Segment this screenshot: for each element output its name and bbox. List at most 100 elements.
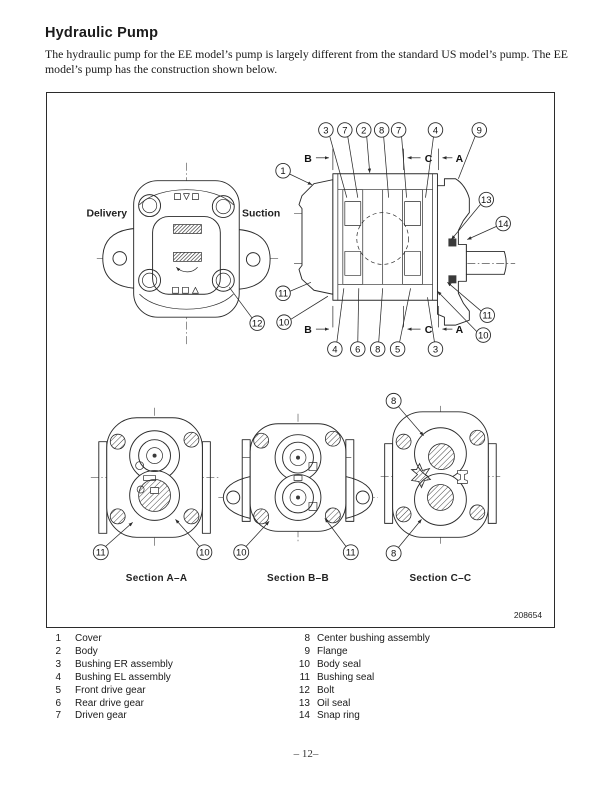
left-ear-hole <box>112 251 127 266</box>
part-number: 12 <box>298 684 310 696</box>
pump-face <box>133 180 240 318</box>
part-name: Flange <box>317 645 348 657</box>
bolt-hole <box>395 433 412 450</box>
callout-number: 14 <box>498 219 509 230</box>
front-drive-gear <box>282 481 314 514</box>
left-ear <box>102 228 136 289</box>
right-ear-hole <box>245 252 261 267</box>
bolt-hole <box>325 507 341 524</box>
mounting-bolts <box>138 194 235 292</box>
drive-shaft <box>465 244 507 282</box>
rotation-arrow <box>176 267 198 273</box>
part-name: Bushing ER assembly <box>75 658 173 670</box>
part-row: 14 Snap ring <box>290 710 430 723</box>
marker-a-top: A <box>456 154 464 165</box>
bolt-hole <box>253 432 270 449</box>
bolt-hole <box>469 429 486 446</box>
marker-b-top: B <box>304 154 312 165</box>
section-markers: B C A B C A <box>304 154 463 336</box>
bolt-hole <box>183 508 200 525</box>
flange-part <box>436 178 470 326</box>
side-callouts: 1 11 10 13 14 11 10 <box>275 163 511 343</box>
callout-number: 8 <box>391 396 396 407</box>
top-callouts: 3 7 2 8 7 4 9 <box>318 122 488 198</box>
cover-part <box>298 179 334 295</box>
callout-number: 4 <box>433 125 438 136</box>
callout-number: 9 <box>477 125 482 136</box>
part-row: 3 Bushing ER assembly <box>47 658 173 672</box>
callout-number: 4 <box>332 344 337 355</box>
gear-tip-circle <box>356 212 409 265</box>
callout-number: 11 <box>346 548 356 559</box>
part-row: 4 Bushing EL assembly <box>47 672 173 685</box>
part-name: Bushing EL assembly <box>75 671 171 683</box>
part-number: 6 <box>55 697 61 709</box>
nameplate-upper <box>173 224 202 234</box>
marker-c-bottom: C <box>425 325 433 336</box>
part-number: 10 <box>298 658 310 670</box>
logo-mark-top <box>174 193 199 200</box>
part-number: 3 <box>55 658 61 670</box>
bolt-hole <box>395 506 412 523</box>
callout-number: 3 <box>323 125 328 136</box>
callout-number: 1 <box>280 166 285 177</box>
marker-a-bottom: A <box>456 325 464 336</box>
bushing-left <box>342 189 364 285</box>
callout-number: 13 <box>481 195 492 206</box>
part-number: 14 <box>298 710 310 722</box>
logo-mark-bottom <box>172 286 199 294</box>
part-number: 2 <box>55 645 61 657</box>
right-ear <box>237 229 271 290</box>
callout-number: 11 <box>482 311 492 322</box>
part-row: 9 Flange <box>290 646 430 659</box>
page-title: Hydraulic Pump <box>45 25 159 41</box>
spline-star <box>410 462 432 489</box>
callout-number: 2 <box>361 125 366 136</box>
section-a-label: Section A–A <box>126 573 188 584</box>
cross-section-view: B C A B C A <box>275 122 516 357</box>
callout-number: 3 <box>433 344 438 355</box>
bolt-hole <box>253 508 270 525</box>
marker-b-bottom: B <box>304 325 312 336</box>
page-number: – 12– <box>293 748 319 760</box>
callout-number: 10 <box>236 548 247 559</box>
gear-shaft-lower <box>427 484 454 511</box>
section-a-view: 11 10 Section A–A <box>90 407 219 584</box>
section-c-view: 8 8 Section C–C <box>380 392 501 584</box>
part-number: 5 <box>55 684 61 696</box>
part-name: Body <box>75 645 98 657</box>
spline-block <box>457 470 468 484</box>
figure-code: 208654 <box>514 610 543 620</box>
bolt-hole <box>109 433 126 450</box>
callout-number: 8 <box>379 125 384 136</box>
part-name: Body seal <box>317 658 361 670</box>
bottom-callouts: 4 6 8 5 3 <box>327 288 444 357</box>
callout-number: 7 <box>342 125 347 136</box>
nameplate-lower <box>173 252 202 262</box>
part-number: 4 <box>55 671 61 683</box>
part-name: Bushing seal <box>317 671 375 683</box>
bolt-hole <box>183 431 200 448</box>
part-name: Snap ring <box>317 710 360 722</box>
bolt-hole <box>109 508 126 525</box>
part-name: Oil seal <box>317 697 351 709</box>
callout-number: 8 <box>391 549 396 560</box>
delivery-label: Delivery <box>86 209 127 220</box>
rear-drive-gear <box>282 441 314 474</box>
callout-number: 5 <box>395 344 400 355</box>
oil-seal-upper <box>448 238 457 247</box>
part-number: 9 <box>304 645 310 657</box>
figure-frame: 1 2 Delivery Suction <box>46 92 555 628</box>
suction-label: Suction <box>242 209 280 220</box>
part-number: 8 <box>304 633 310 644</box>
section-b-label: Section B–B <box>267 573 329 584</box>
